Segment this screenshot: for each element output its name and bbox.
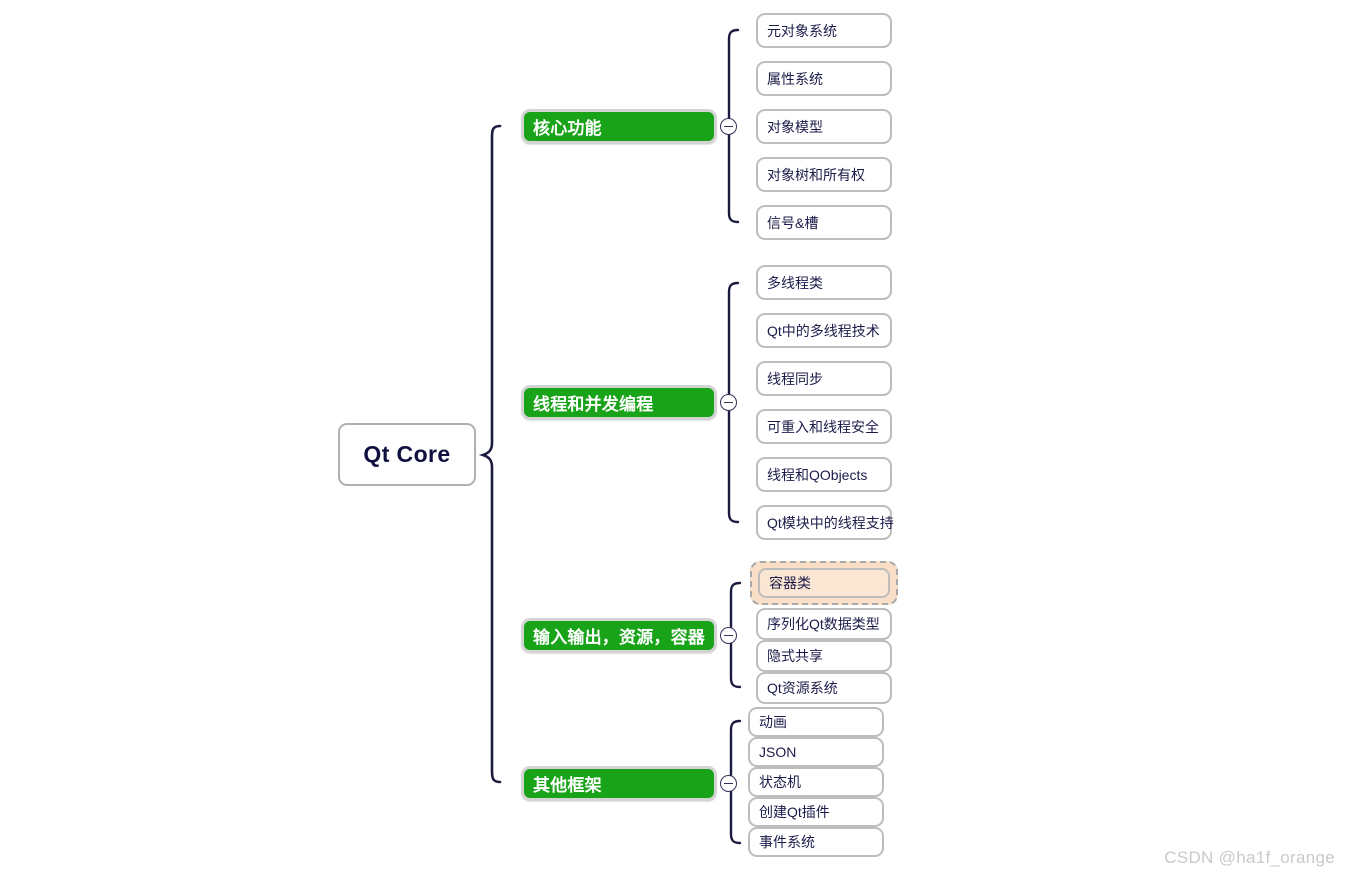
branch-node-threads-concurrency[interactable]: 线程和并发编程 (521, 385, 717, 420)
leaf-node-label: 创建Qt插件 (759, 804, 830, 820)
leaf-node-label: 容器类 (769, 575, 811, 591)
leaf-node-label: Qt资源系统 (767, 680, 838, 696)
branch-node-other-frameworks[interactable]: 其他框架 (521, 766, 717, 801)
leaf-node-label: Qt中的多线程技术 (767, 322, 880, 339)
leaf-node[interactable]: 序列化Qt数据类型 (756, 608, 892, 640)
leaf-node-label: 线程和QObjects (767, 466, 868, 483)
leaf-node[interactable]: 线程和QObjects (756, 457, 892, 492)
leaf-node-label: 多线程类 (767, 274, 823, 291)
branch-node-label: 线程和并发编程 (533, 395, 654, 414)
leaf-node[interactable]: 线程同步 (756, 361, 892, 396)
leaf-node-label: 线程同步 (767, 370, 823, 387)
leaf-node[interactable]: 对象模型 (756, 109, 892, 144)
leaf-node[interactable]: 信号&槽 (756, 205, 892, 240)
leaf-node-label: JSON (759, 744, 797, 760)
minus-circle-icon-core-features[interactable] (720, 118, 737, 135)
leaf-node[interactable]: 多线程类 (756, 265, 892, 300)
leaf-node-label: 隐式共享 (767, 648, 823, 664)
leaf-node-label: 事件系统 (759, 834, 815, 850)
leaf-node-label: 对象模型 (767, 118, 823, 135)
root-node-label: Qt Core (363, 441, 451, 467)
branch-node-io-resources-containers[interactable]: 输入输出，资源，容器 (521, 618, 717, 653)
branch-node-label: 输入输出，资源，容器 (533, 628, 705, 647)
leaf-node-label: 属性系统 (767, 70, 823, 87)
leaf-node[interactable]: Qt模块中的线程支持 (756, 505, 894, 540)
leaf-node[interactable]: Qt中的多线程技术 (756, 313, 892, 348)
leaf-node-label: 元对象系统 (767, 22, 837, 39)
leaf-node-label: 信号&槽 (767, 214, 819, 231)
leaf-node[interactable]: Qt资源系统 (756, 672, 892, 704)
watermark: CSDN @ha1f_orange (1164, 848, 1335, 867)
leaf-node[interactable]: 属性系统 (756, 61, 892, 96)
leaf-node-label: 序列化Qt数据类型 (767, 616, 880, 632)
minus-circle-icon-other-frameworks[interactable] (720, 775, 737, 792)
leaf-node[interactable]: 对象树和所有权 (756, 157, 892, 192)
leaf-node[interactable]: JSON (748, 737, 884, 767)
leaf-node-selected-inner: 容器类 (758, 568, 890, 598)
leaf-node[interactable]: 可重入和线程安全 (756, 409, 892, 444)
root-node-qt-core[interactable]: Qt Core (338, 423, 476, 486)
minus-circle-icon-threads-concurrency[interactable] (720, 394, 737, 411)
leaf-node[interactable]: 隐式共享 (756, 640, 892, 672)
leaf-node-label: 对象树和所有权 (767, 166, 865, 183)
leaf-node[interactable]: 创建Qt插件 (748, 797, 884, 827)
branch-node-core-features[interactable]: 核心功能 (521, 109, 717, 144)
leaf-node-label: 可重入和线程安全 (767, 418, 879, 435)
leaf-node-label: 状态机 (759, 774, 801, 790)
leaf-node-selected[interactable]: 容器类 (750, 561, 898, 605)
leaf-node[interactable]: 事件系统 (748, 827, 884, 857)
leaf-node[interactable]: 元对象系统 (756, 13, 892, 48)
branch-node-label: 核心功能 (533, 119, 602, 138)
leaf-node[interactable]: 动画 (748, 707, 884, 737)
leaf-node[interactable]: 状态机 (748, 767, 884, 797)
branch-node-label: 其他框架 (533, 776, 602, 795)
minus-circle-icon-io-resources-containers[interactable] (720, 627, 737, 644)
leaf-node-label: Qt模块中的线程支持 (767, 514, 894, 531)
leaf-node-label: 动画 (759, 714, 787, 730)
